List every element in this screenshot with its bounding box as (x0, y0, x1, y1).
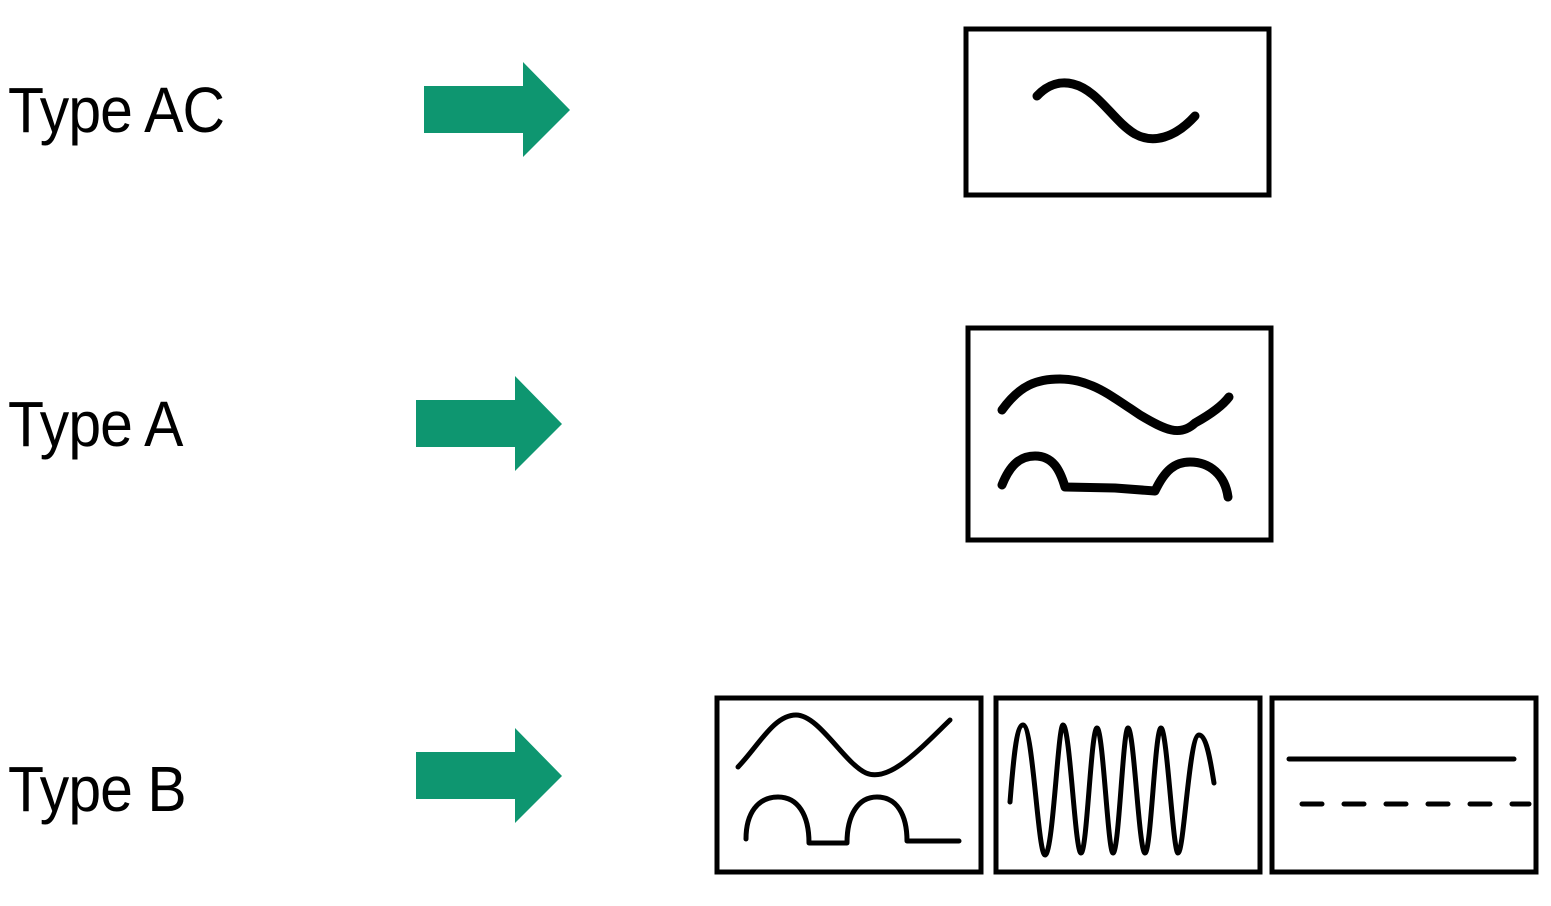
right-arrow-icon (416, 728, 563, 824)
ac-and-pulsating-dc-icon (965, 325, 1275, 545)
type-ac-label: Type AC (8, 74, 225, 146)
right-arrow-icon (416, 376, 563, 472)
ac-and-pulsating-dc-icon (714, 695, 986, 875)
high-frequency-ac-icon (993, 695, 1265, 875)
right-arrow-icon (424, 62, 571, 158)
smooth-dc-icon (1269, 695, 1541, 875)
ac-sine-icon (963, 26, 1273, 198)
type-a-label: Type A (8, 388, 183, 460)
type-b-label: Type B (8, 753, 187, 825)
